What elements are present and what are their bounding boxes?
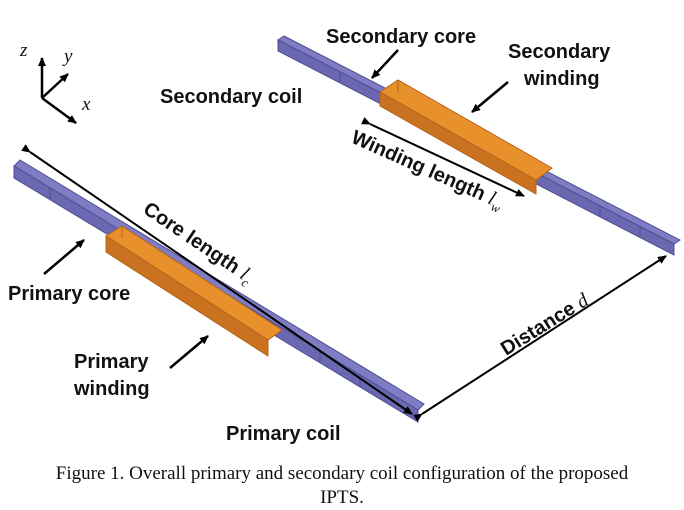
secondary-winding-label-line2: winding	[523, 68, 600, 90]
secondary-coil-label: Secondary coil	[160, 86, 302, 108]
primary-winding-pointer	[169, 335, 209, 369]
secondary-winding-pointer	[471, 81, 509, 113]
winding-length-arrow	[361, 116, 525, 197]
distance-arrow	[413, 255, 667, 422]
axis-triad: z y x	[19, 40, 91, 125]
primary-coil-label: Primary coil	[226, 423, 341, 445]
secondary-coil	[277, 35, 681, 256]
secondary-core-label: Secondary core	[326, 26, 476, 48]
primary-winding-label-line1: Primary	[74, 351, 149, 373]
dimension-arrows	[21, 116, 667, 422]
pointer-arrows	[43, 49, 509, 369]
caption-line-1: Figure 1. Overall primary and secondary …	[55, 463, 629, 484]
axis-x-label: x	[81, 94, 91, 115]
axis-z-label: z	[19, 40, 28, 61]
distance-label: Distance d	[497, 289, 593, 361]
primary-core-label: Primary core	[8, 283, 130, 305]
core-length-arrow	[21, 144, 413, 415]
primary-core-pointer	[43, 239, 85, 275]
secondary-winding-label-line1: Secondary	[508, 41, 611, 63]
axis-y-label: y	[62, 46, 73, 67]
figure-caption: Figure 1. Overall primary and secondary …	[0, 462, 684, 510]
primary-winding-label-line2: winding	[73, 378, 150, 400]
secondary-core-pointer	[371, 49, 399, 79]
caption-line-2: IPTS.	[320, 487, 364, 508]
